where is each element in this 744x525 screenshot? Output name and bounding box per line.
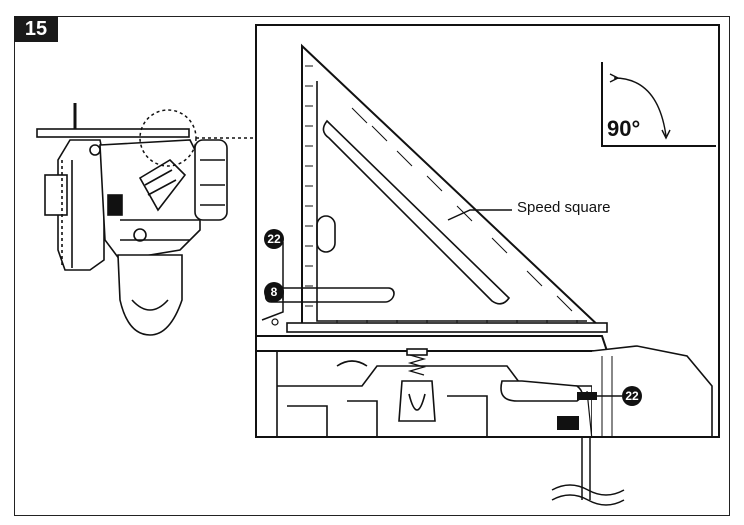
right-angle-inset	[601, 62, 716, 147]
angle-label: 90°	[607, 116, 641, 141]
zoom-detail-panel	[255, 24, 720, 438]
callout-22-left: 22	[264, 229, 284, 249]
callout-22-right: 22	[622, 386, 642, 406]
zoom-detail-drawing	[257, 43, 713, 436]
callout-8: 8	[264, 282, 284, 302]
speed-square-label: Speed square	[517, 199, 611, 216]
illustration-frame	[14, 16, 730, 516]
step-number-badge: 15	[14, 16, 58, 42]
